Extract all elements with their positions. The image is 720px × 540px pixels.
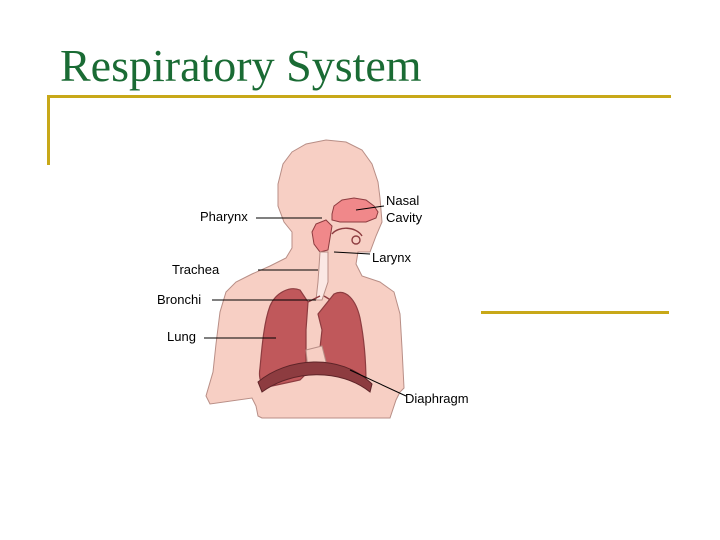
label-nasal-line2: Cavity <box>386 210 423 225</box>
label-diaphragm: Diaphragm <box>405 391 469 406</box>
label-trachea: Trachea <box>172 262 220 277</box>
body-silhouette <box>206 140 404 418</box>
label-bronchi: Bronchi <box>157 292 201 307</box>
label-larynx: Larynx <box>372 250 412 265</box>
label-lung: Lung <box>167 329 196 344</box>
label-nasal-line1: Nasal <box>386 193 419 208</box>
label-pharynx: Pharynx <box>200 209 248 224</box>
